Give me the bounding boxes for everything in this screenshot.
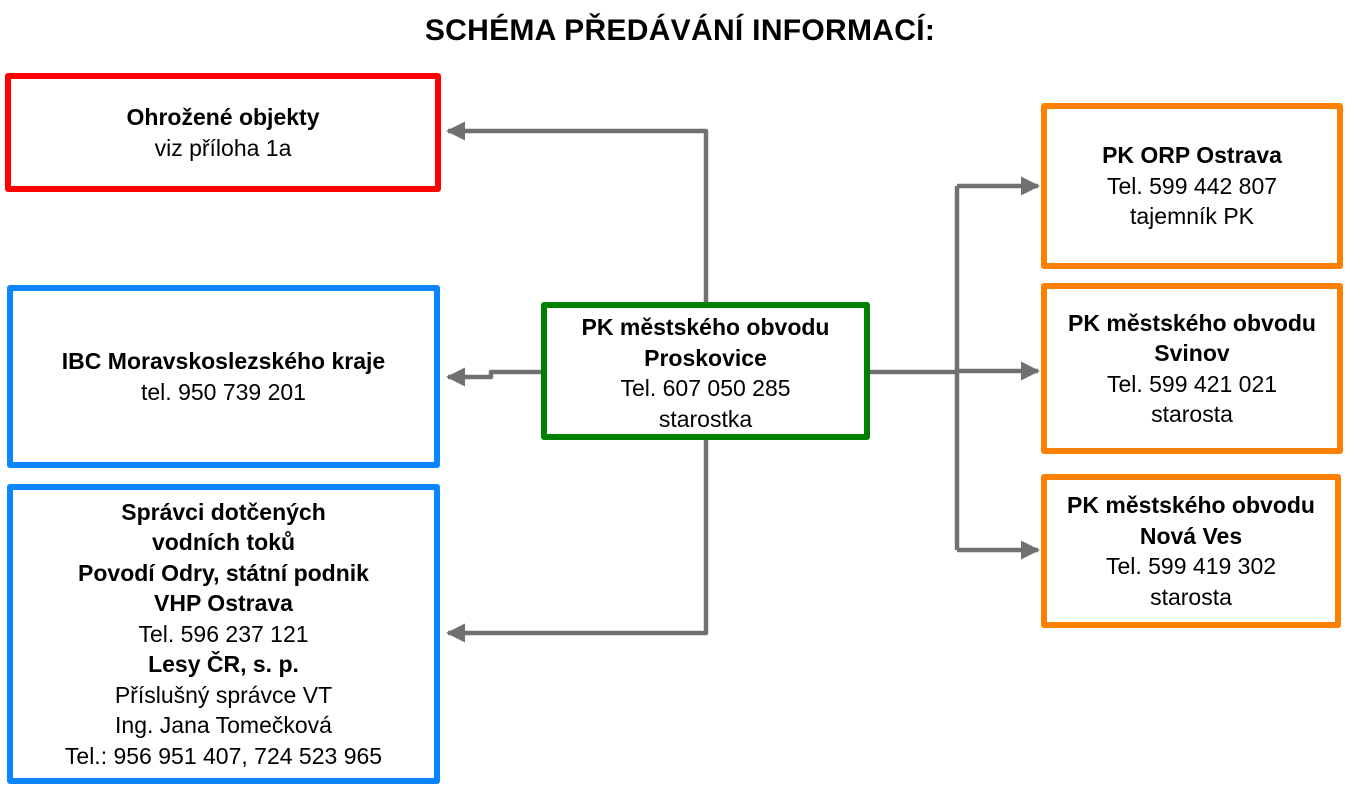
box-text-line: Ing. Jana Tomečková bbox=[115, 712, 332, 739]
box-heading-line: Nová Ves bbox=[1139, 522, 1243, 549]
box-text-line: viz příloha 1a bbox=[154, 134, 292, 161]
box-heading-line: PK ORP Ostrava bbox=[1102, 142, 1282, 169]
box-heading-line: Svinov bbox=[1154, 340, 1230, 366]
connector-to-spravci-toku bbox=[446, 438, 709, 643]
box-text-line: tel. 950 739 201 bbox=[141, 378, 306, 405]
box-text-line: starostka bbox=[658, 405, 753, 432]
box-heading-line: PK městského obvodu bbox=[1068, 309, 1316, 336]
box-text-line: tajemník PK bbox=[1130, 203, 1254, 230]
box-text-line: Tel. 607 050 285 bbox=[620, 375, 791, 401]
box-heading-line: IBC Moravskoslezského kraje bbox=[61, 348, 386, 374]
box-text-line: Tel. 599 419 302 bbox=[1105, 553, 1277, 579]
diagram-title: SCHÉMA PŘEDÁVÁNÍ INFORMACÍ: bbox=[424, 14, 936, 47]
box-heading-line: PK městského obvodu bbox=[1067, 492, 1315, 518]
box-text-line: Tel.: 956 951 407, 724 523 965 bbox=[64, 742, 383, 769]
box-ibc-msk: IBC Moravskoslezského kraje tel. 950 739 … bbox=[7, 285, 440, 468]
box-heading-line: vodních toků bbox=[151, 529, 296, 556]
box-heading-line: Správci dotčených bbox=[121, 498, 326, 525]
box-heading-line: Povodí Odry, státní podnik bbox=[78, 559, 369, 586]
box-heading-line: Lesy ČR, s. p. bbox=[148, 651, 299, 678]
box-text-line: Tel. 596 237 121 bbox=[138, 620, 309, 647]
box-heading-line: Proskovice bbox=[644, 344, 767, 371]
box-text-line: Tel. 599 442 807 bbox=[1106, 172, 1278, 199]
box-heading-line: VHP Ostrava bbox=[154, 590, 293, 617]
box-ohrozene-objekty: Ohrožené objekty viz příloha 1a bbox=[5, 73, 441, 192]
box-text-line: starosta bbox=[1150, 583, 1232, 610]
connector-to-ohrozene-objekty bbox=[446, 121, 709, 303]
box-heading-line: PK městského obvodu bbox=[581, 314, 830, 340]
box-text-line: Tel. 599 421 021 bbox=[1106, 370, 1278, 397]
box-heading-line: Ohrožené objekty bbox=[126, 104, 320, 130]
box-text-line: Příslušný správce VT bbox=[114, 681, 333, 708]
connector-to-ibc-msk bbox=[446, 367, 543, 387]
box-text-line: starosta bbox=[1151, 401, 1233, 427]
